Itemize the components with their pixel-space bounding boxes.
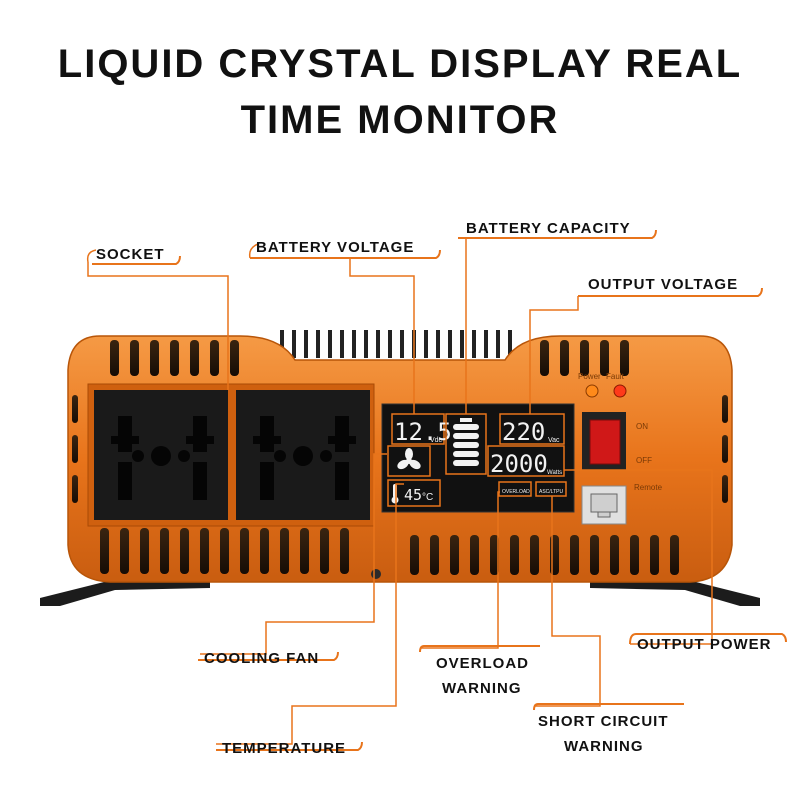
short-circuit-label: ASC/LTPU — [539, 489, 563, 495]
bottom-vents — [100, 528, 679, 575]
output-power-unit: Watts — [547, 470, 562, 476]
mounting-feet — [40, 578, 760, 606]
page-title-line-2: TIME MONITOR — [240, 98, 560, 142]
heatsink-fins — [280, 330, 512, 358]
callout-overload-warning-line-2: WARNING — [442, 680, 522, 697]
switch-on-label: ON — [636, 422, 648, 431]
page-title-line-1: LIQUID CRYSTAL DISPLAY REAL — [57, 42, 743, 86]
lcd-display — [381, 403, 575, 513]
battery-voltage-unit: Vdc — [430, 437, 443, 444]
switch-off-label: OFF — [636, 456, 652, 465]
temperature-unit: °C — [422, 492, 433, 503]
callout-temperature: TEMPERATURE — [222, 740, 347, 757]
side-vents — [72, 395, 728, 503]
callout-brackets — [92, 229, 787, 751]
battery-voltage-value: 12.5 — [394, 418, 452, 446]
callout-overload-warning-line-1: OVERLOAD — [436, 655, 530, 672]
short-circuit-warning-frame — [535, 481, 567, 497]
power-switch[interactable] — [589, 419, 621, 465]
callout-battery-voltage: BATTERY VOLTAGE — [256, 239, 415, 256]
output-power-frame — [487, 445, 565, 477]
rj45-port-icon[interactable] — [581, 485, 627, 525]
battery-voltage-frame — [391, 413, 445, 445]
screw-icon — [371, 569, 381, 579]
callout-cooling-fan: COOLING FAN — [204, 650, 320, 667]
output-voltage-unit: Vac — [548, 437, 560, 444]
universal-socket-icon[interactable] — [253, 416, 356, 500]
power-led-icon — [585, 384, 599, 398]
top-vents — [110, 340, 629, 376]
overload-warning-frame — [498, 481, 532, 497]
remote-label: Remote — [634, 483, 663, 492]
temperature-value: 45 — [404, 486, 422, 504]
output-voltage-value: 220 — [502, 418, 545, 446]
overload-label: OVERLOAD — [502, 489, 530, 495]
output-voltage-frame — [499, 413, 565, 445]
cooling-fan-frame — [387, 445, 431, 477]
universal-socket-icon[interactable] — [111, 416, 214, 500]
callout-output-voltage: OUTPUT VOLTAGE — [588, 276, 739, 293]
fault-led-icon — [613, 384, 627, 398]
callout-socket: SOCKET — [96, 246, 165, 263]
battery-icon — [453, 418, 479, 466]
callout-short-circuit-line-2: WARNING — [564, 738, 644, 755]
power-led-label: Power — [578, 372, 601, 381]
fault-led-label: Fault — [606, 372, 625, 381]
fan-icon — [397, 448, 421, 470]
callout-short-circuit-line-1: SHORT CIRCUIT — [538, 713, 669, 730]
callout-output-power: OUTPUT POWER — [637, 636, 772, 653]
callout-battery-capacity: BATTERY CAPACITY — [466, 220, 631, 237]
output-power-value: 2000 — [490, 450, 548, 478]
temperature-frame — [387, 479, 441, 507]
